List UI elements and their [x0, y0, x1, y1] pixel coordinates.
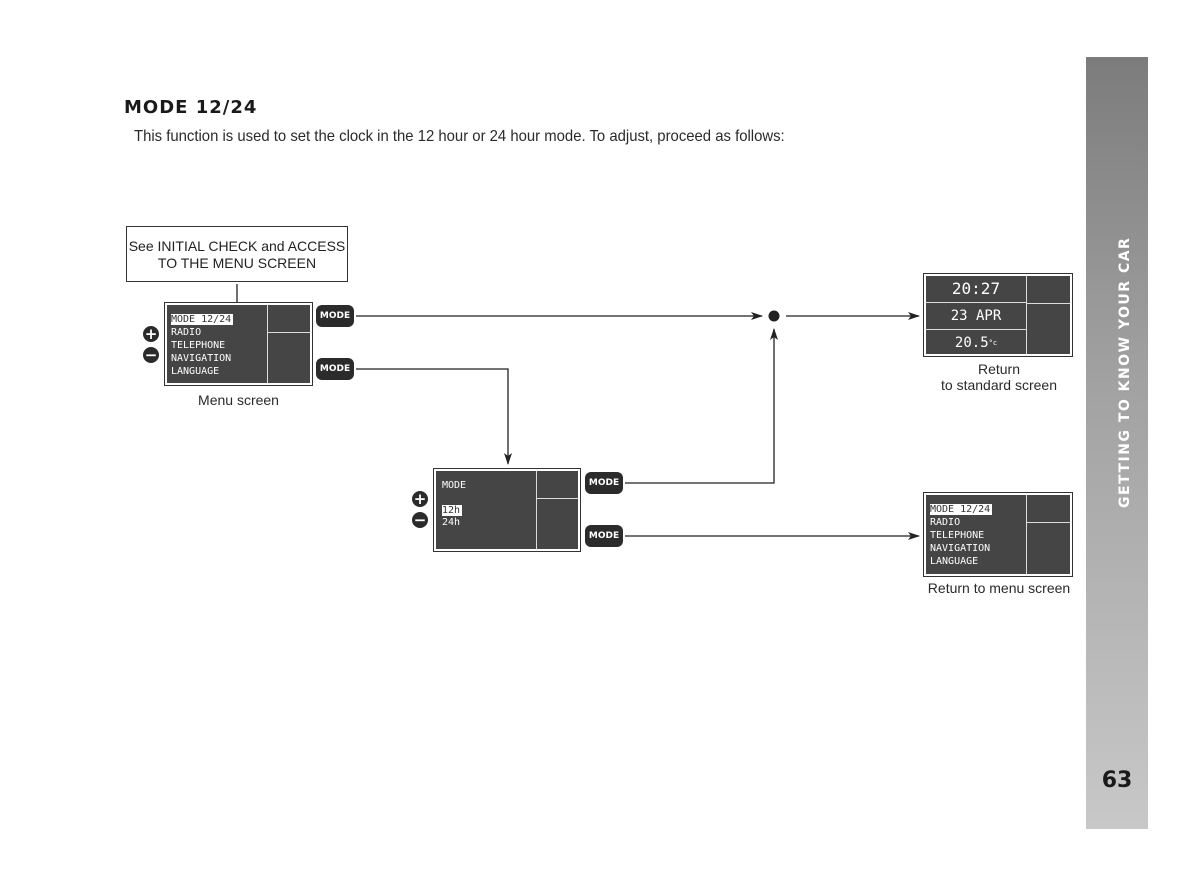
intro-text: This function is used to set the clock i… [134, 128, 785, 145]
menu-item: TELEPHONE [171, 340, 226, 351]
menu-item: NAVIGATION [171, 353, 232, 364]
menu-item-selected: MODE 12/24 [171, 314, 234, 325]
mode2-to-junction-up-arrow [625, 328, 778, 484]
menu-screen-caption: Menu screen [198, 392, 279, 408]
return-menu-caption: Return to menu screen [927, 580, 1071, 596]
plus-button[interactable]: + [143, 325, 159, 343]
temperature-display: 20.5°c [926, 333, 1026, 353]
mode2-button[interactable]: MODE 2 [316, 305, 354, 343]
lcd-divider [926, 329, 1026, 330]
lcd-divider [1026, 303, 1070, 304]
standard-screen-display: 20:27 23 APR 20.5°c [926, 276, 1070, 354]
mode-title: MODE [442, 480, 467, 491]
plus-button[interactable]: + [412, 490, 428, 508]
lcd-divider [1026, 495, 1027, 574]
mode2-button[interactable]: MODE 2 [585, 472, 623, 510]
menu-item: LANGUAGE [171, 366, 220, 377]
caption-line-2: to standard screen [941, 377, 1057, 393]
standard-screen-caption: Return to standard screen [923, 361, 1075, 393]
mode1-button[interactable]: MODE 1 [316, 358, 354, 396]
lcd-divider [926, 302, 1026, 303]
mode-select-display: MODE 12h 24h [436, 471, 578, 549]
menu-screen: MODE 12/24 RADIO TELEPHONE NAVIGATION LA… [164, 302, 313, 386]
temperature-unit: °c [988, 339, 998, 347]
return-menu-screen: MODE 12/24 RADIO TELEPHONE NAVIGATION LA… [923, 492, 1073, 577]
section-heading: MODE 12/24 [124, 97, 258, 118]
lcd-divider [267, 305, 268, 383]
page-number: 63 [1101, 768, 1133, 793]
mode1-to-mode-screen-arrow [356, 368, 512, 465]
menu-item: TELEPHONE [930, 530, 985, 541]
lcd-divider [1026, 522, 1070, 523]
lcd-divider [536, 471, 537, 549]
option-12h-selected: 12h [442, 505, 463, 516]
menu-item: RADIO [930, 517, 961, 528]
chapter-sidebar: GETTING TO KNOW YOUR CAR [1086, 57, 1148, 829]
menu-item-selected: MODE 12/24 [930, 504, 993, 515]
temperature-value: 20.5 [954, 335, 989, 351]
menu-screen-display: MODE 12/24 RADIO TELEPHONE NAVIGATION LA… [167, 305, 310, 383]
start-instruction-box: See INITIAL CHECK and ACCESS TO THE MENU… [126, 226, 348, 282]
option-24h: 24h [442, 517, 461, 528]
lcd-divider [536, 498, 578, 499]
menu-item: NAVIGATION [930, 543, 991, 554]
standard-screen: 20:27 23 APR 20.5°c [923, 273, 1073, 357]
menu-item: LANGUAGE [930, 556, 979, 567]
lcd-divider [267, 332, 310, 333]
start-line-2: TO THE MENU SCREEN [157, 255, 317, 271]
lcd-divider [1026, 276, 1027, 354]
mode1-button[interactable]: MODE 1 [585, 525, 623, 563]
minus-button[interactable]: − [412, 511, 428, 529]
caption-line-1: Return [977, 361, 1021, 377]
menu-item: RADIO [171, 327, 202, 338]
start-line-1: See INITIAL CHECK and ACCESS [128, 238, 346, 254]
return-menu-display: MODE 12/24 RADIO TELEPHONE NAVIGATION LA… [926, 495, 1070, 574]
date-display: 23 APR [950, 308, 1002, 324]
minus-button[interactable]: − [143, 346, 159, 364]
clock-time: 20:27 [951, 279, 1001, 298]
mode-select-screen: MODE 12h 24h [433, 468, 581, 552]
junction-dot [768, 310, 780, 322]
